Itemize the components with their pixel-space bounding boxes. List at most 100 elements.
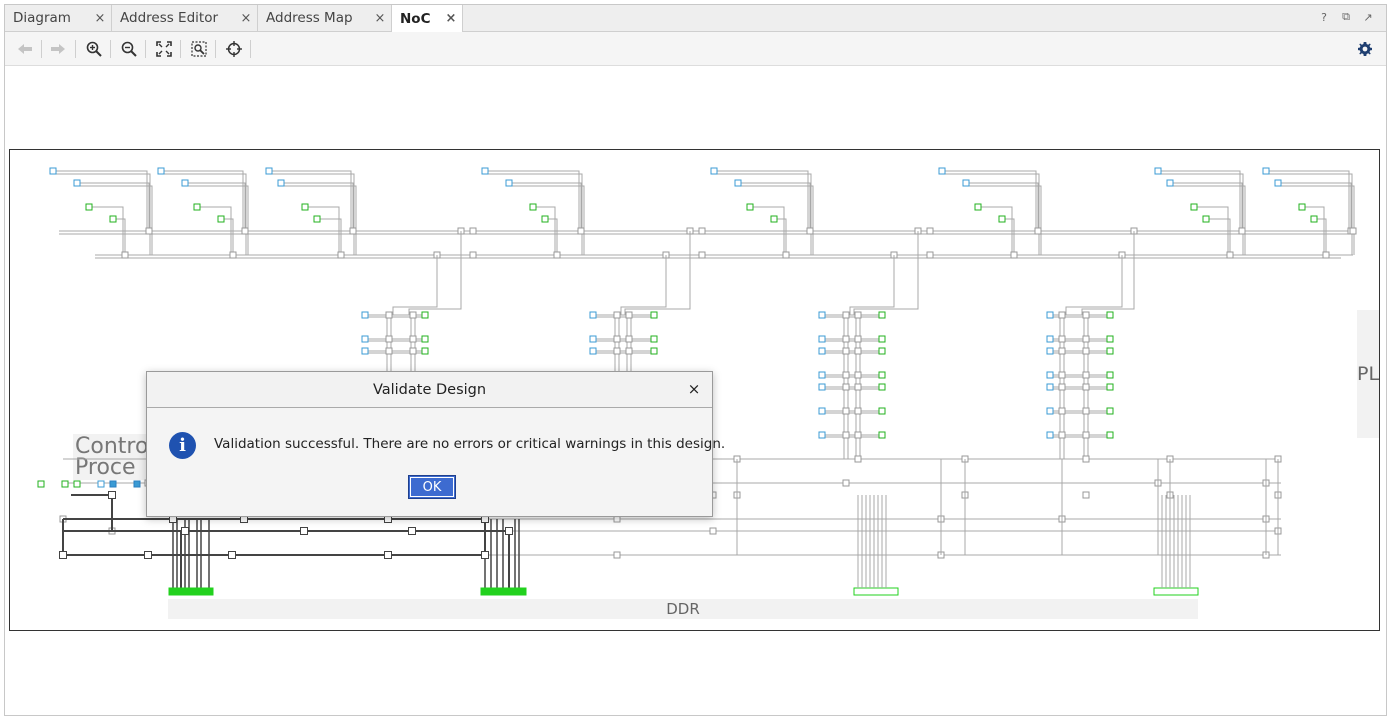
noc-link bbox=[272, 170, 352, 231]
noc-node bbox=[1058, 431, 1066, 439]
zoom-fit-button[interactable] bbox=[154, 39, 174, 59]
auto-fit-selection-button[interactable] bbox=[224, 39, 244, 59]
noc-node bbox=[1082, 407, 1090, 415]
noc-node bbox=[385, 335, 393, 343]
noc-node bbox=[625, 335, 633, 343]
zoom-out-icon bbox=[121, 41, 137, 57]
slave-port bbox=[109, 215, 117, 223]
slave-port bbox=[313, 215, 321, 223]
noc-node bbox=[842, 311, 850, 319]
active-switch bbox=[481, 551, 489, 559]
tab-label: Address Map bbox=[266, 10, 353, 26]
master-port bbox=[361, 335, 369, 343]
control-processor-label: Contro Proce bbox=[73, 434, 158, 480]
master-port bbox=[1046, 371, 1054, 379]
slave-port bbox=[878, 383, 886, 391]
master-port bbox=[818, 383, 826, 391]
close-icon[interactable]: × bbox=[445, 11, 457, 26]
slave-port bbox=[421, 311, 429, 319]
slave-port bbox=[541, 215, 549, 223]
noc-link bbox=[488, 170, 580, 231]
float-icon[interactable]: ↗ bbox=[1363, 10, 1373, 24]
master-port bbox=[505, 179, 513, 187]
tab-label: NoC bbox=[400, 10, 431, 27]
tab-label: Address Editor bbox=[120, 10, 219, 26]
slave-port bbox=[85, 203, 93, 211]
noc-node bbox=[349, 227, 357, 235]
noc-node bbox=[926, 251, 934, 259]
close-icon[interactable]: × bbox=[687, 380, 701, 398]
slave-port bbox=[1106, 383, 1114, 391]
forward-arrow-icon bbox=[51, 44, 65, 54]
restore-icon[interactable]: ⧉ bbox=[1342, 10, 1350, 23]
settings-button[interactable] bbox=[1355, 39, 1375, 59]
active-switch bbox=[181, 527, 189, 535]
noc-node bbox=[1010, 251, 1018, 259]
close-icon[interactable]: × bbox=[374, 10, 386, 26]
back-button[interactable] bbox=[15, 39, 35, 59]
noc-node bbox=[1349, 227, 1357, 235]
active-switch bbox=[384, 551, 392, 559]
noc-link bbox=[981, 206, 1013, 255]
close-icon[interactable]: × bbox=[240, 10, 252, 26]
slave-port bbox=[421, 335, 429, 343]
tab-diagram[interactable]: Diagram × bbox=[5, 5, 112, 31]
noc-node bbox=[1082, 383, 1090, 391]
noc-link bbox=[753, 206, 785, 255]
toolbar-separator bbox=[180, 40, 181, 58]
master-port bbox=[1166, 179, 1174, 187]
noc-node bbox=[1058, 311, 1066, 319]
noc-node bbox=[1322, 251, 1330, 259]
noc-node bbox=[613, 335, 621, 343]
noc-link bbox=[224, 218, 234, 255]
noc-node bbox=[926, 227, 934, 235]
noc-node bbox=[1082, 491, 1090, 499]
master-port bbox=[818, 311, 826, 319]
noc-link bbox=[392, 255, 438, 315]
noc-link bbox=[56, 170, 148, 231]
processor-port-active bbox=[109, 480, 117, 488]
slave-port bbox=[1106, 431, 1114, 439]
slave-port bbox=[1106, 407, 1114, 415]
crosshair-icon bbox=[226, 41, 242, 57]
noc-link bbox=[1065, 255, 1123, 315]
back-arrow-icon bbox=[18, 44, 32, 54]
toolbar-separator bbox=[41, 40, 42, 58]
noc-node bbox=[842, 383, 850, 391]
noc-node bbox=[1238, 227, 1246, 235]
noc-node bbox=[1226, 251, 1234, 259]
close-icon[interactable]: × bbox=[94, 10, 106, 26]
tab-noc[interactable]: NoC × bbox=[392, 5, 463, 32]
noc-link bbox=[1317, 218, 1327, 255]
slave-port bbox=[770, 215, 778, 223]
zoom-area-button[interactable] bbox=[189, 39, 209, 59]
master-port bbox=[589, 347, 597, 355]
master-port bbox=[938, 167, 946, 175]
noc-node bbox=[709, 527, 717, 535]
noc-node bbox=[854, 371, 862, 379]
noc-link bbox=[853, 231, 919, 315]
info-icon: i bbox=[169, 432, 196, 459]
noc-node bbox=[806, 227, 814, 235]
noc-link bbox=[969, 182, 1039, 231]
noc-link bbox=[849, 255, 895, 315]
noc-node bbox=[854, 347, 862, 355]
active-switch bbox=[408, 527, 416, 535]
master-port bbox=[361, 347, 369, 355]
toolbar-separator bbox=[145, 40, 146, 58]
forward-button[interactable] bbox=[48, 39, 68, 59]
master-port bbox=[361, 311, 369, 319]
ok-button[interactable]: OK bbox=[408, 475, 456, 499]
noc-node bbox=[842, 371, 850, 379]
tab-address-editor[interactable]: Address Editor × bbox=[112, 5, 258, 31]
zoom-out-button[interactable] bbox=[119, 39, 139, 59]
ddr-region-label: DDR bbox=[168, 599, 1198, 619]
help-icon[interactable]: ? bbox=[1321, 10, 1327, 24]
noc-node bbox=[782, 251, 790, 259]
zoom-in-button[interactable] bbox=[84, 39, 104, 59]
slave-port bbox=[1310, 215, 1318, 223]
slave-port bbox=[421, 347, 429, 355]
noc-node bbox=[842, 431, 850, 439]
tab-address-map[interactable]: Address Map × bbox=[258, 5, 392, 31]
noc-node bbox=[842, 335, 850, 343]
